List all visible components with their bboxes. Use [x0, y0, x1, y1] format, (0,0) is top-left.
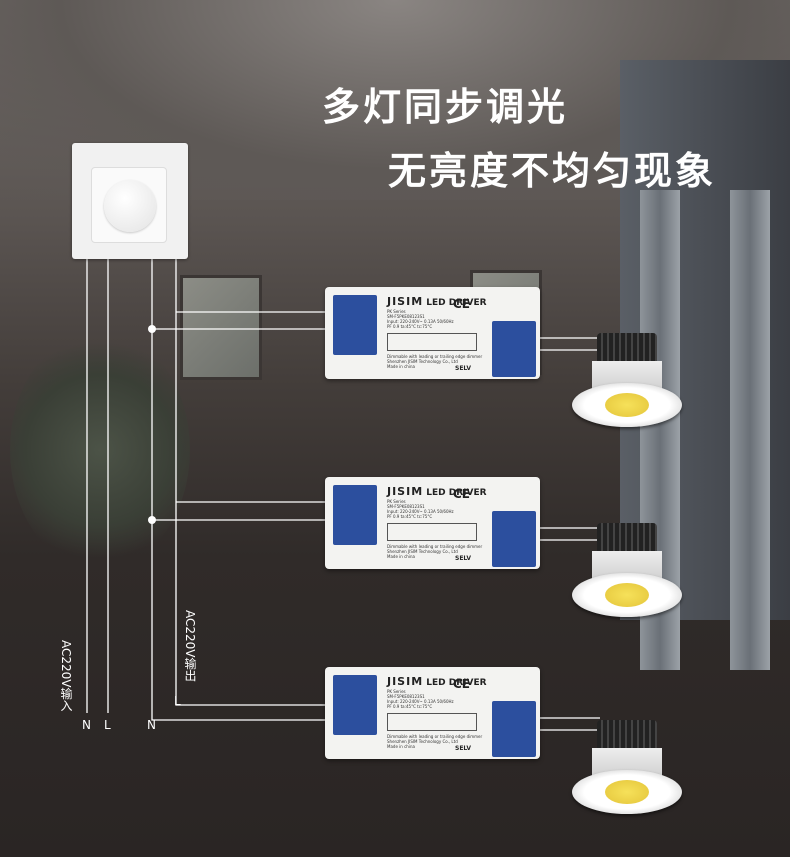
label-output-n: N	[147, 718, 156, 732]
label-ac-input: AC220V输入	[59, 640, 73, 712]
wall-picture	[180, 275, 262, 380]
label-input-l: L	[104, 718, 111, 732]
downlight	[572, 720, 682, 820]
dimmer-switch[interactable]	[72, 143, 188, 259]
label-input-n: N	[82, 718, 91, 732]
headline-line2: 无亮度不均匀现象	[388, 149, 717, 193]
dimmer-knob[interactable]	[104, 180, 156, 232]
wire-output-n	[151, 258, 330, 721]
headline-line1: 多灯同步调光	[322, 85, 569, 129]
label-ac-output: AC220V输出	[183, 610, 197, 682]
junction-dot	[148, 325, 156, 333]
wire-output-l	[175, 258, 330, 706]
junction-dot	[148, 516, 156, 524]
downlight	[572, 523, 682, 623]
downlight	[572, 333, 682, 433]
label-output-l: L	[174, 694, 181, 708]
curtain	[730, 190, 770, 670]
plant-background	[10, 330, 190, 570]
